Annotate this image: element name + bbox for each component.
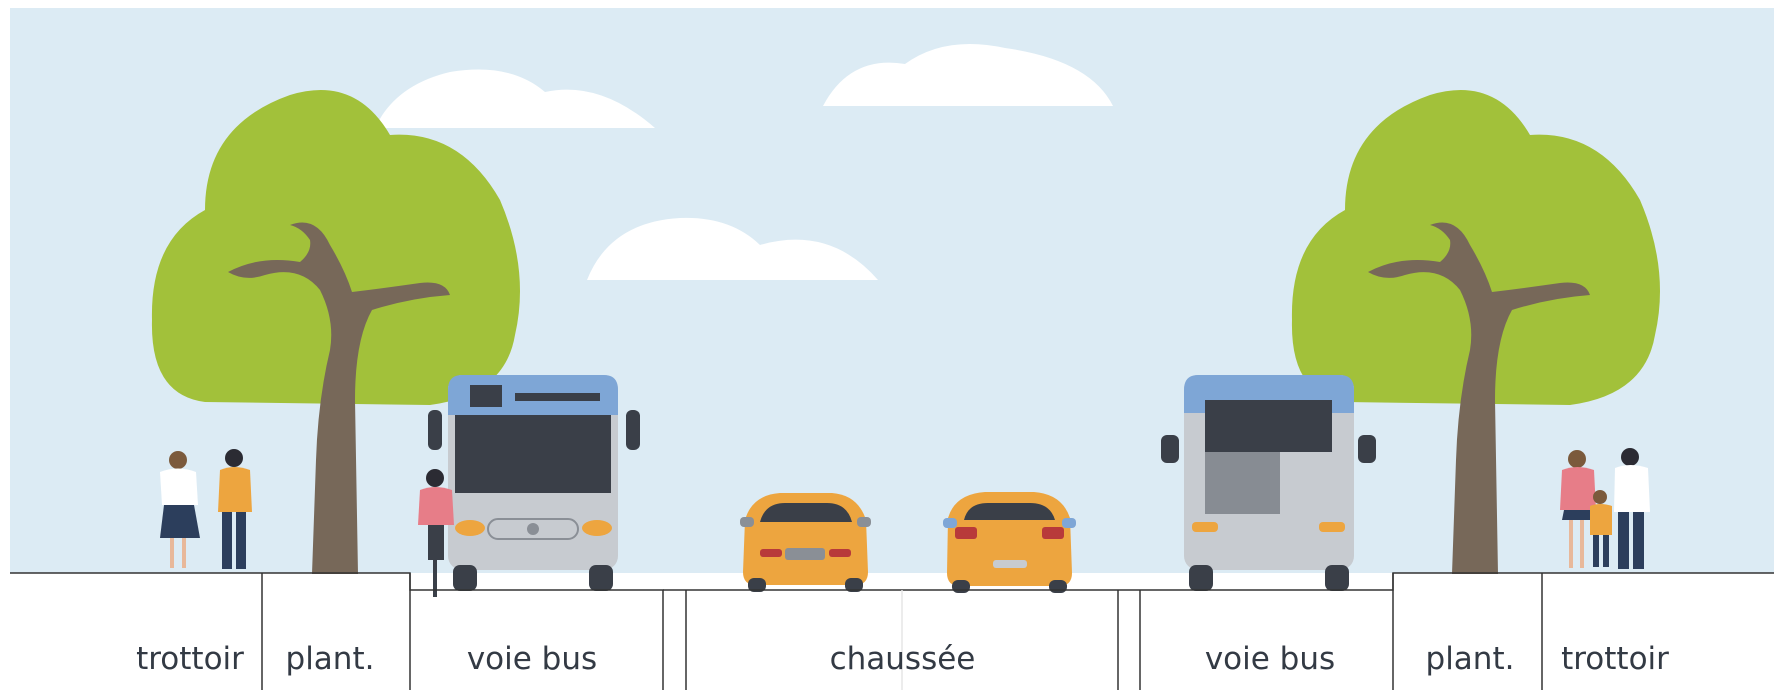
label-voie-bus-left: voie bus [432, 638, 632, 688]
label-trottoir-right: trottoir [1545, 638, 1685, 688]
bus-icon-front [428, 375, 640, 591]
bus-icon-rear [1161, 375, 1376, 591]
label-plant-left: plant. [270, 638, 390, 688]
label-trottoir-left: trottoir [120, 638, 260, 688]
label-voie-bus-right: voie bus [1170, 638, 1370, 688]
car-icon-front [740, 493, 871, 592]
label-chaussee: chaussée [800, 638, 1005, 688]
label-plant-right: plant. [1410, 638, 1530, 688]
car-icon-rear [943, 492, 1076, 593]
